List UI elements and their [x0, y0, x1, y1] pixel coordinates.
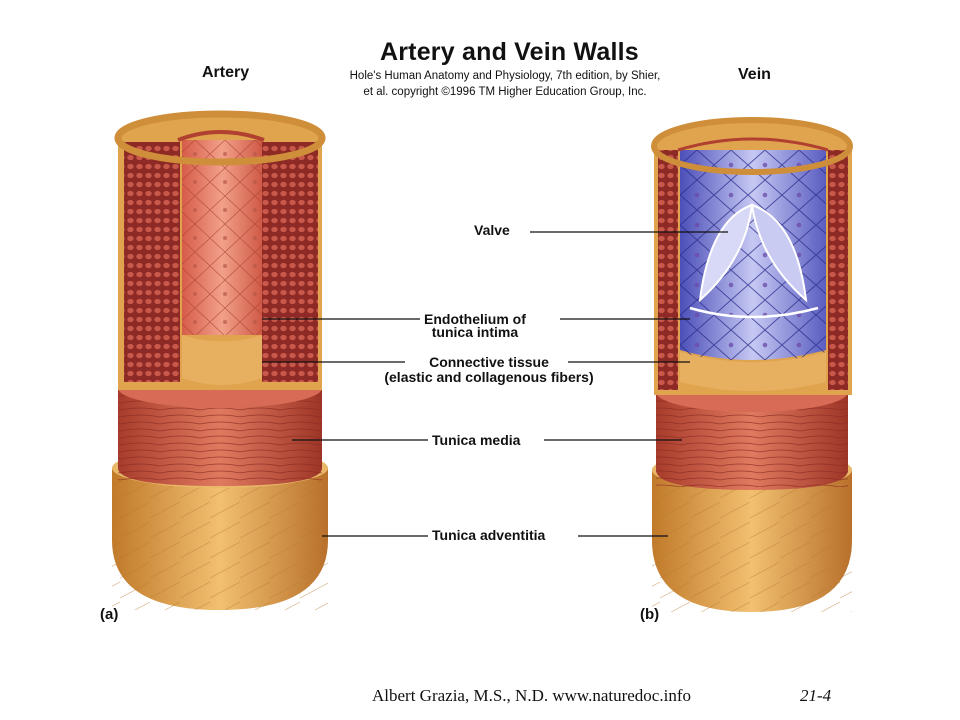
label-tunica-adventitia: Tunica adventitia: [432, 527, 546, 543]
credit-line-1: Hole's Human Anatomy and Physiology, 7th…: [349, 70, 661, 82]
footer-author: Albert Grazia, M.S., N.D. www.naturedoc.…: [372, 686, 691, 705]
label-tunica-media: Tunica media: [432, 432, 521, 448]
vein-heading: Vein: [738, 66, 771, 83]
artery-diagram: [112, 110, 328, 610]
vein-diagram: [651, 117, 853, 612]
label-connective-line1: Connective tissue: [429, 354, 549, 370]
label-connective-line2: (elastic and collagenous fibers): [384, 369, 594, 385]
leader-lines: [262, 231, 728, 537]
label-endothelium-line2: tunica intima: [431, 324, 519, 340]
label-endothelium: Endothelium of tunica intima: [424, 312, 526, 340]
label-valve: Valve: [474, 222, 510, 238]
credit-line-2: et al. copyright ©1996 TM Higher Educati…: [363, 86, 647, 98]
label-endothelium-line1: Endothelium of: [424, 311, 526, 327]
artery-elastic-layer: [124, 142, 180, 382]
valve-cusp-right: [750, 203, 808, 303]
artery-heading: Artery: [202, 64, 250, 81]
slide-number: 21-4: [800, 686, 832, 705]
label-connective: Connective tissue (elastic and collageno…: [356, 355, 622, 385]
vein-elastic-layer: [658, 150, 678, 390]
panel-label-b: (b): [640, 606, 660, 623]
figure-title: Artery and Vein Walls: [380, 38, 639, 66]
figure-credit: Hole's Human Anatomy and Physiology, 7th…: [330, 68, 680, 100]
panel-label-a: (a): [100, 606, 119, 623]
